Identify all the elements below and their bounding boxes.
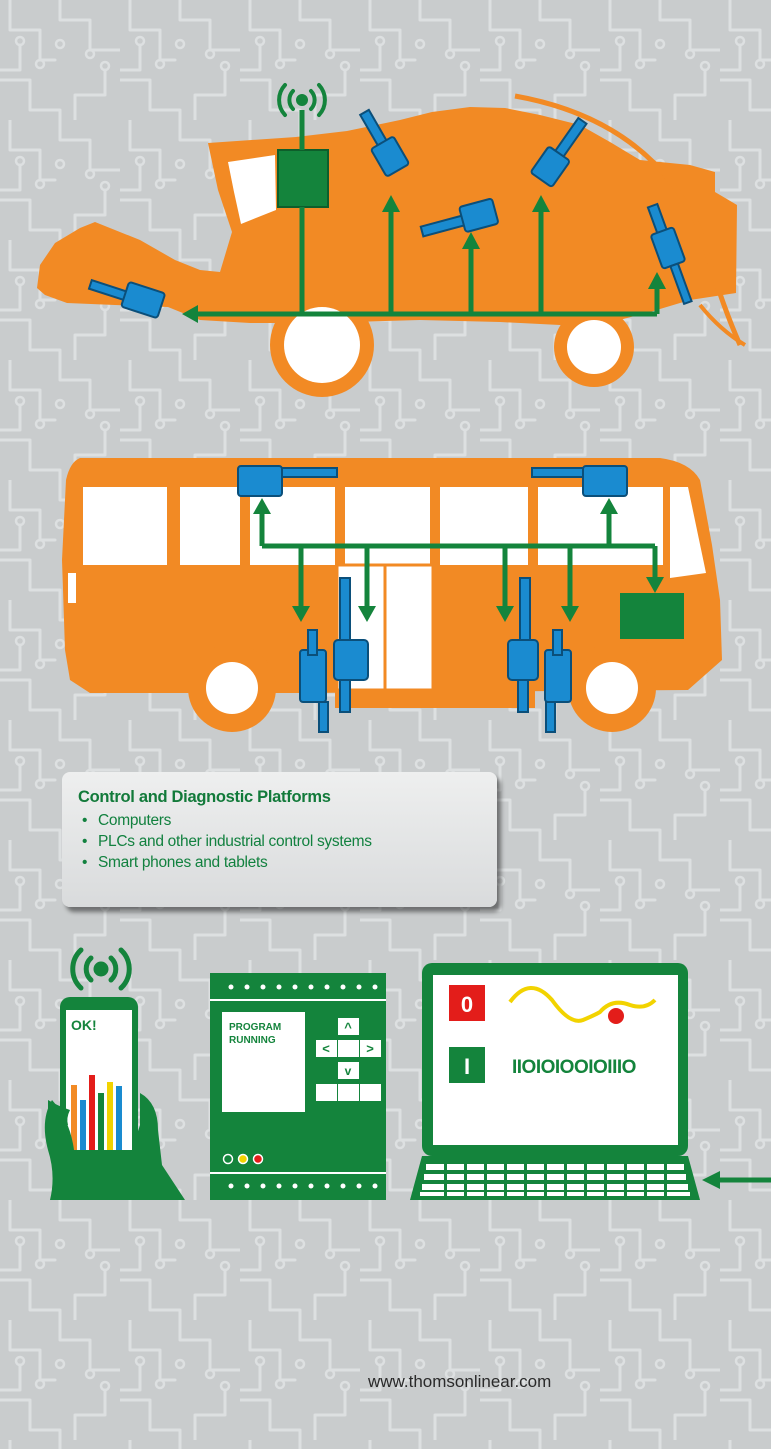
off-button-label: 0 bbox=[461, 992, 473, 1017]
actuator-icon bbox=[237, 465, 628, 733]
phone-bar-chart bbox=[71, 1075, 122, 1152]
arrow-icon bbox=[182, 195, 666, 323]
info-box-title: Control and Diagnostic Platforms bbox=[78, 788, 331, 806]
harvester-roof-line bbox=[514, 93, 743, 347]
binary-readout: IIOIOIOOIOIIIO bbox=[512, 1057, 636, 1078]
signal-wave bbox=[508, 986, 657, 1023]
bus-control-box bbox=[620, 593, 684, 639]
phone-status-label: OK! bbox=[71, 1017, 97, 1033]
on-button-label: I bbox=[464, 1054, 470, 1079]
list-item: Computers bbox=[78, 810, 481, 831]
key-left-label: < bbox=[322, 1041, 330, 1056]
smartphone: OK! bbox=[44, 997, 185, 1200]
platform-list: Computers PLCs and other industrial cont… bbox=[78, 810, 481, 873]
key-right-label: > bbox=[366, 1041, 374, 1056]
list-item: Smart phones and tablets bbox=[78, 852, 481, 873]
wifi-icon bbox=[277, 83, 327, 117]
control-platforms-box: Control and Diagnostic Platforms Compute… bbox=[62, 772, 497, 907]
list-item: PLCs and other industrial control system… bbox=[78, 831, 481, 852]
plc-status-lights bbox=[222, 1153, 264, 1165]
laptop-keyboard bbox=[420, 1164, 690, 1196]
plc-status-line1: PROGRAM bbox=[229, 1022, 281, 1033]
plc-keypad: ^ < > v bbox=[316, 1018, 381, 1101]
combine-harvester-illustration bbox=[37, 83, 747, 397]
wifi-icon bbox=[70, 947, 132, 991]
key-down-label: v bbox=[345, 1064, 352, 1078]
actuator-icon bbox=[87, 108, 693, 319]
laptop: 0 I IIOIOIOOIOIIIO bbox=[410, 963, 700, 1200]
arrow-icon bbox=[702, 1171, 720, 1189]
plc-controller: PROGRAM RUNNING ^ < > v bbox=[210, 973, 386, 1200]
plc-status-line2: RUNNING bbox=[229, 1035, 276, 1046]
key-up-label: ^ bbox=[344, 1020, 352, 1035]
arrow-icon bbox=[253, 498, 664, 622]
bus-illustration bbox=[62, 458, 722, 733]
website-url: www.thomsonlinear.com bbox=[368, 1372, 552, 1391]
